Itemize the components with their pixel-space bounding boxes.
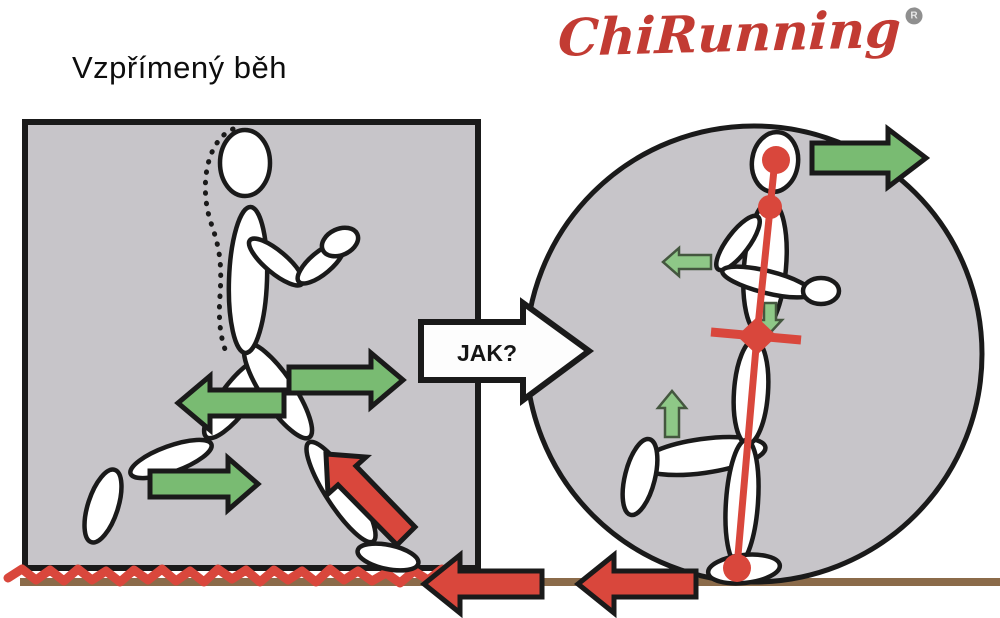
head-dot-marker <box>762 146 790 174</box>
shoulder-dot-marker <box>758 195 782 219</box>
red-impact-arrow <box>323 451 419 549</box>
lean-runner-figure <box>620 129 842 586</box>
upright-runner-figure <box>82 126 421 573</box>
green-up-arrow-knee <box>655 389 689 439</box>
lean-alignment-markers <box>710 146 802 582</box>
runner-hand <box>319 225 361 259</box>
right-panel-small-arrows <box>655 245 785 439</box>
registered-trademark-icon: R <box>905 7 923 25</box>
green-right-arrow-head <box>809 123 931 193</box>
jak-arrow-shape <box>418 297 595 406</box>
lean-trailing-shin <box>620 436 660 518</box>
hip-diamond-marker <box>737 317 777 355</box>
chirunning-logo-text: ChiRunning <box>556 0 903 69</box>
jak-arrow-label: JAK? <box>457 340 517 366</box>
jak-transition-arrow: JAK? <box>418 297 595 406</box>
runner-head <box>217 127 273 199</box>
lean-hand <box>800 275 842 307</box>
runner-back-foot <box>82 467 124 545</box>
red-left-arrow-ground-2 <box>574 549 699 618</box>
green-left-arrow-elbow <box>661 245 713 279</box>
page-title: Vzpřímený běh <box>72 50 287 85</box>
ground-shock-zigzag <box>3 564 456 588</box>
red-left-arrow-ground-1 <box>420 549 545 618</box>
runner-front-foot <box>355 541 421 573</box>
foot-dot-marker <box>723 554 751 582</box>
green-right-arrow-shin <box>147 452 262 516</box>
green-left-arrow-thigh <box>174 370 287 436</box>
lean-upper-arm <box>714 213 762 273</box>
spine-dotted-line <box>202 126 236 360</box>
ground-arrows <box>420 549 699 618</box>
left-panel-arrows <box>147 347 407 516</box>
green-right-arrow-hip <box>286 347 407 413</box>
